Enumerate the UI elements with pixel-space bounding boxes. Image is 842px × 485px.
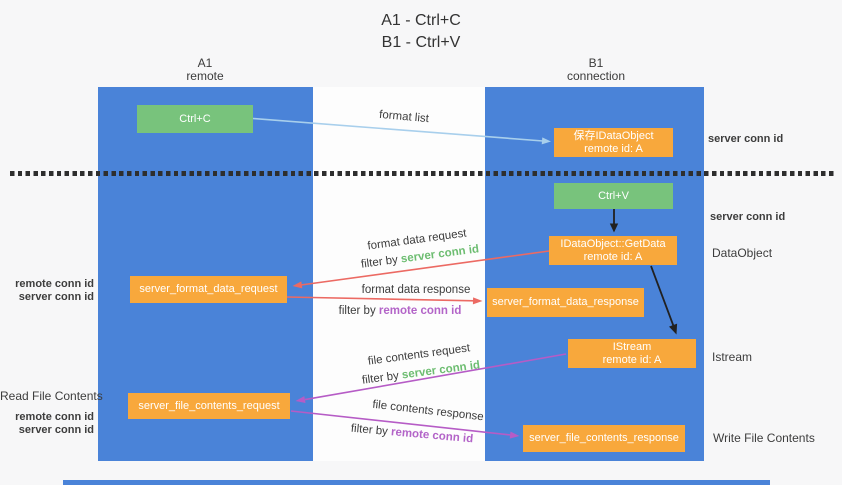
node-ctrl-v: Ctrl+V [554,183,673,209]
bottom-window-edge [63,480,770,485]
istream-line2: remote id: A [602,353,662,366]
node-server-file-contents-response: server_file_contents_response [523,425,685,452]
right-label-dataobject: DataObject [712,246,773,260]
lane-right-subtitle: connection [566,69,626,83]
save-idataobject-line2: remote id: A [584,142,643,155]
right-label-istream: Istream [712,350,753,364]
lane-left-name: A1 [197,56,213,70]
left-label-read-file-contents: Read File Contents [0,389,103,403]
format-response-label: server_format_data_response [492,296,639,308]
left-label-remote-conn-id-2: remote conn id [15,411,94,423]
file-request-label: server_file_contents_request [138,399,280,412]
title-line-a1: A1 - Ctrl+C [381,12,461,29]
remote-conn-id-key: remote conn id [378,305,462,317]
right-label-write-file-contents: Write File Contents [713,431,815,445]
right-label-server-conn-id-top: server conn id [708,133,784,145]
right-label-server-conn-id-mid: server conn id [710,211,786,223]
format-request-label: server_format_data_request [139,283,278,295]
left-label-remote-conn-id-1: remote conn id [15,278,94,290]
node-server-file-contents-request: server_file_contents_request [128,393,290,419]
lane-header-right: B1 connection [551,57,641,83]
node-save-idataobject: 保存IDataObject remote id: A [554,128,673,157]
format-data-response-filter-label: filter by remote conn id [339,305,462,317]
node-server-format-data-response: server_format_data_response [487,288,644,317]
filter-by-text: filter by [338,305,376,317]
getdata-line1: IDataObject::GetData [560,237,666,250]
istream-line1: IStream [612,340,652,353]
node-server-format-data-request: server_format_data_request [130,276,287,303]
file-response-label: server_file_contents_response [529,432,679,444]
format-data-response-label: format data response [361,284,471,296]
left-label-server-conn-id-2: server conn id [18,424,94,436]
node-istream: IStream remote id: A [568,339,696,368]
node-idataobject-getdata: IDataObject::GetData remote id: A [549,236,677,265]
save-idataobject-line1: 保存IDataObject [573,129,654,142]
title-line-b1: B1 - Ctrl+V [381,34,461,51]
ctrl-v-label: Ctrl+V [598,189,629,202]
ctrl-c-label: Ctrl+C [179,112,211,125]
node-ctrl-c: Ctrl+C [137,105,253,133]
lane-header-left: A1 remote [160,57,250,83]
session-separator-dotted-line [10,171,836,176]
lane-left-subtitle: remote [186,69,224,83]
lane-right-name: B1 [588,56,604,70]
getdata-line2: remote id: A [583,250,643,263]
diagram-title: A1 - Ctrl+C B1 - Ctrl+V [0,10,842,54]
left-label-server-conn-id-1: server conn id [18,291,94,303]
